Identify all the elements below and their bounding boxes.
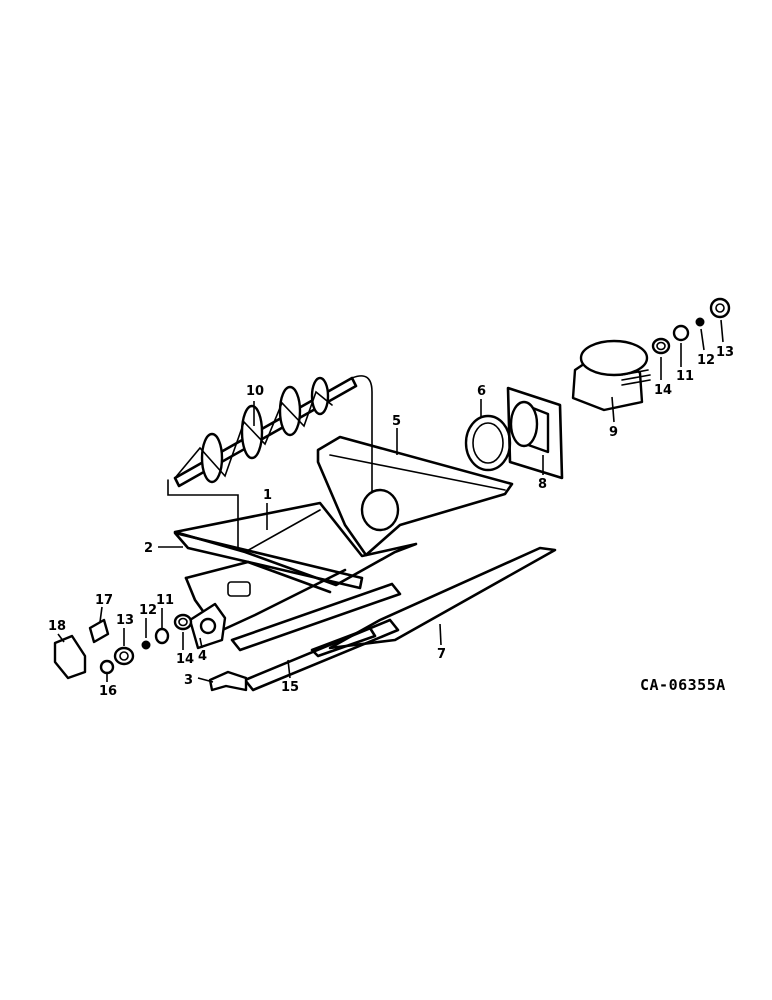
fan-housing-part-9 xyxy=(571,339,651,412)
hopper-trough-part-1 xyxy=(173,501,418,587)
callout-15: 15 xyxy=(281,680,299,695)
callout-18: 18 xyxy=(48,619,66,634)
callout-2: 2 xyxy=(144,541,153,556)
flanged-tube-part-8 xyxy=(506,386,564,480)
auger-part-10 xyxy=(173,376,358,488)
callout-5: 5 xyxy=(392,414,401,429)
callout-12-left: 12 xyxy=(139,603,157,618)
callout-11-left: 11 xyxy=(156,593,174,608)
callout-1: 1 xyxy=(263,488,272,503)
callout-14-left: 14 xyxy=(176,652,194,667)
callout-6: 6 xyxy=(477,384,486,399)
leader-lines xyxy=(57,319,724,683)
callout-13-left: 13 xyxy=(116,613,134,628)
gasket-ring-part-6 xyxy=(464,414,512,472)
callout-9: 9 xyxy=(609,425,618,440)
callout-7: 7 xyxy=(437,647,446,662)
callout-17: 17 xyxy=(95,593,113,608)
hardware-right xyxy=(651,297,731,355)
callout-16: 16 xyxy=(99,684,117,699)
callout-10: 10 xyxy=(246,384,264,399)
callout-4: 4 xyxy=(198,649,207,664)
hardware-left xyxy=(53,613,193,680)
bracket-part-3 xyxy=(208,670,248,692)
callout-14-right: 14 xyxy=(654,383,672,398)
callout-8: 8 xyxy=(538,477,547,492)
auger-bracket-line xyxy=(167,375,373,549)
bearing-housing-part-4 xyxy=(188,602,227,650)
callout-11-right: 11 xyxy=(676,369,694,384)
callout-3: 3 xyxy=(184,673,193,688)
callout-12-right: 12 xyxy=(697,353,715,368)
bottom-pan-part-7 xyxy=(310,546,557,658)
drawing-code: CA-06355A xyxy=(640,676,726,694)
callout-labels: 1 2 3 4 5 6 7 8 9 10 11 12 13 14 11 12 1… xyxy=(48,345,734,699)
callout-13-right: 13 xyxy=(716,345,734,360)
